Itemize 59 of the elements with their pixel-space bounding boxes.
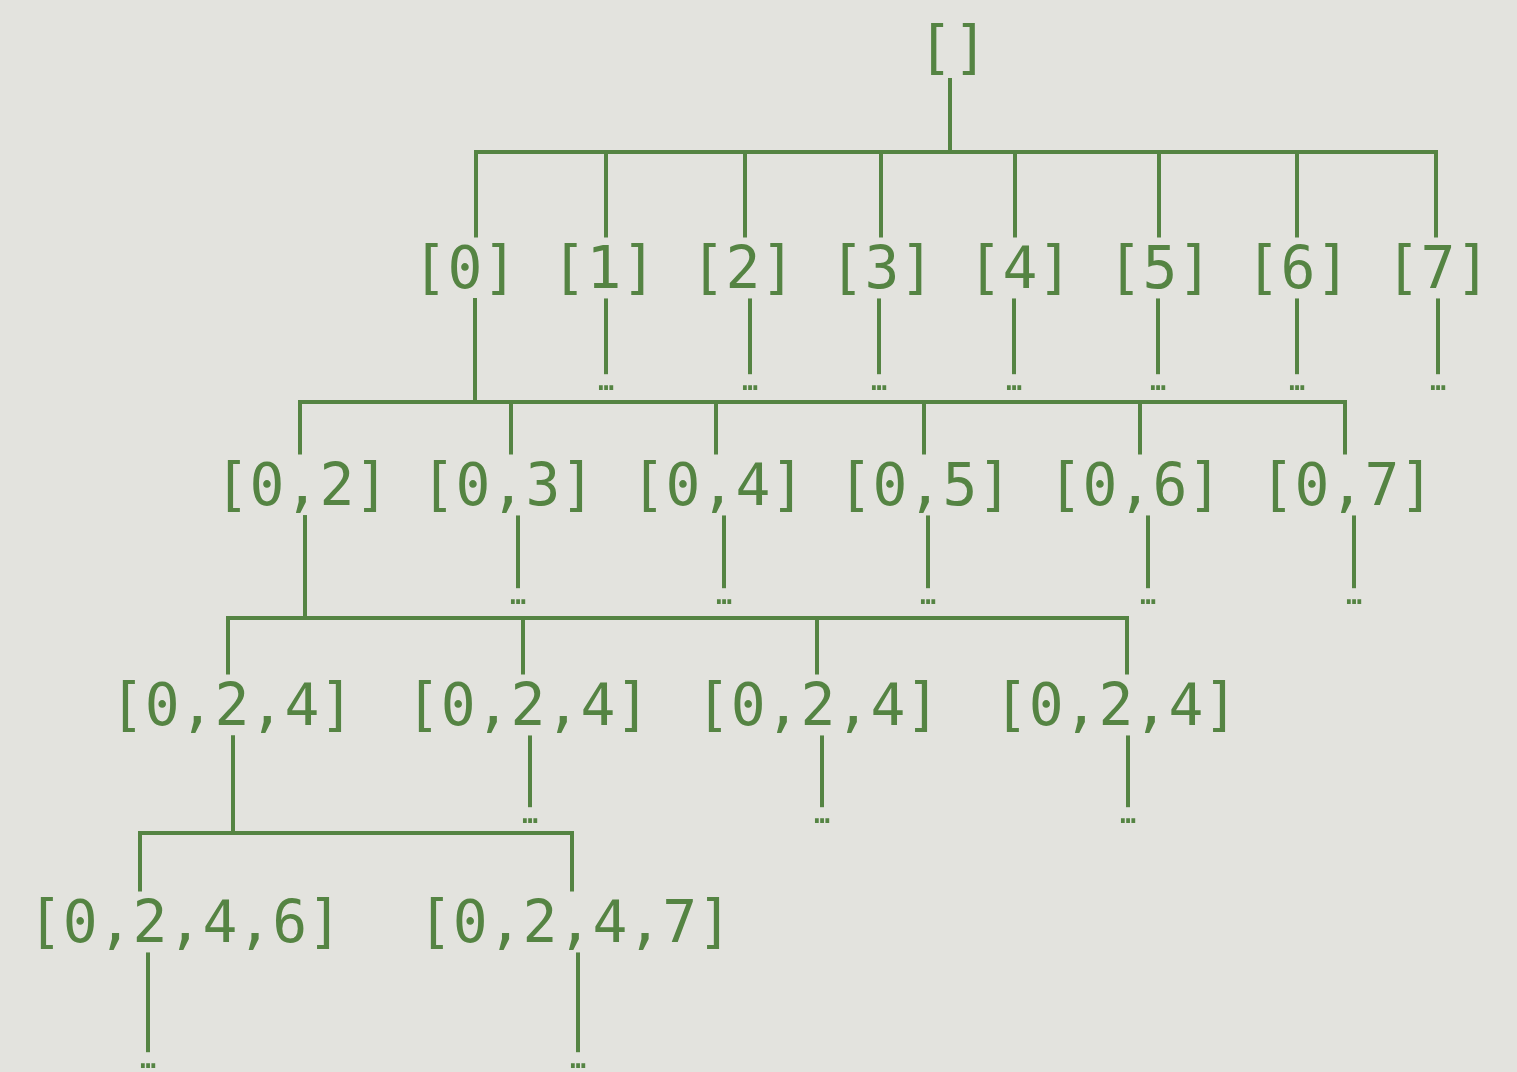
ellipsis-label: … — [742, 374, 758, 390]
ellipsis-label: … — [1140, 588, 1156, 604]
tree-connector — [1012, 298, 1016, 375]
ellipsis-label: … — [1346, 588, 1362, 604]
tree-connector — [1295, 298, 1299, 375]
array-label: [0,2,4] — [405, 674, 651, 736]
tree-connector — [877, 298, 881, 375]
tree-connector — [748, 298, 752, 375]
ellipsis-label: … — [814, 807, 830, 823]
array-label: [3] — [829, 237, 935, 299]
ellipsis-label: … — [1006, 374, 1022, 390]
tree-connector — [528, 735, 532, 808]
array-label: [2] — [690, 237, 796, 299]
tree-connector — [820, 735, 824, 808]
array-label: [] — [918, 17, 988, 79]
tree-connector — [303, 515, 1129, 675]
tree-connector — [948, 78, 1438, 238]
ellipsis-label: … — [1120, 807, 1136, 823]
array-label: [0,2,4] — [993, 674, 1239, 736]
array-label: [0,6] — [1047, 454, 1223, 516]
tree-connector — [473, 298, 1347, 455]
array-label: [0] — [412, 237, 518, 299]
array-label: [0,3] — [420, 454, 596, 516]
ellipsis-label: … — [598, 374, 614, 390]
ellipsis-label: … — [716, 588, 732, 604]
ellipsis-label: … — [140, 1052, 156, 1068]
array-label: [0,2,4,6] — [27, 891, 343, 953]
array-label: [0,2] — [214, 454, 390, 516]
tree-connector — [1126, 735, 1130, 808]
array-label: [0,4] — [630, 454, 806, 516]
ellipsis-label: … — [920, 588, 936, 604]
tree-connector — [516, 515, 520, 589]
tree-connector — [1146, 515, 1150, 589]
ellipsis-label: … — [1289, 374, 1305, 390]
tree-connector — [146, 952, 150, 1053]
tree-connector — [722, 515, 726, 589]
tree-connector — [1436, 298, 1440, 375]
array-label: [0,2,4,7] — [417, 891, 733, 953]
tree-connector — [576, 952, 580, 1053]
array-label: [0,7] — [1259, 454, 1435, 516]
ellipsis-label: … — [570, 1052, 586, 1068]
array-label: [7] — [1385, 237, 1491, 299]
array-label: [1] — [551, 237, 657, 299]
array-label: [5] — [1107, 237, 1213, 299]
array-label: [4] — [967, 237, 1073, 299]
array-label: [0,2,4] — [695, 674, 941, 736]
tree-connector — [1156, 298, 1160, 375]
ellipsis-label: … — [510, 588, 526, 604]
ellipsis-label: … — [522, 807, 538, 823]
array-label: [6] — [1245, 237, 1351, 299]
array-label: [0,5] — [837, 454, 1013, 516]
ellipsis-label: … — [871, 374, 887, 390]
array-label: [0,2,4] — [109, 674, 355, 736]
ellipsis-label: … — [1150, 374, 1166, 390]
tree-connector — [231, 735, 574, 892]
tree-connector — [604, 298, 608, 375]
tree-connector — [1352, 515, 1356, 589]
tree-connector — [926, 515, 930, 589]
ellipsis-label: … — [1430, 374, 1446, 390]
